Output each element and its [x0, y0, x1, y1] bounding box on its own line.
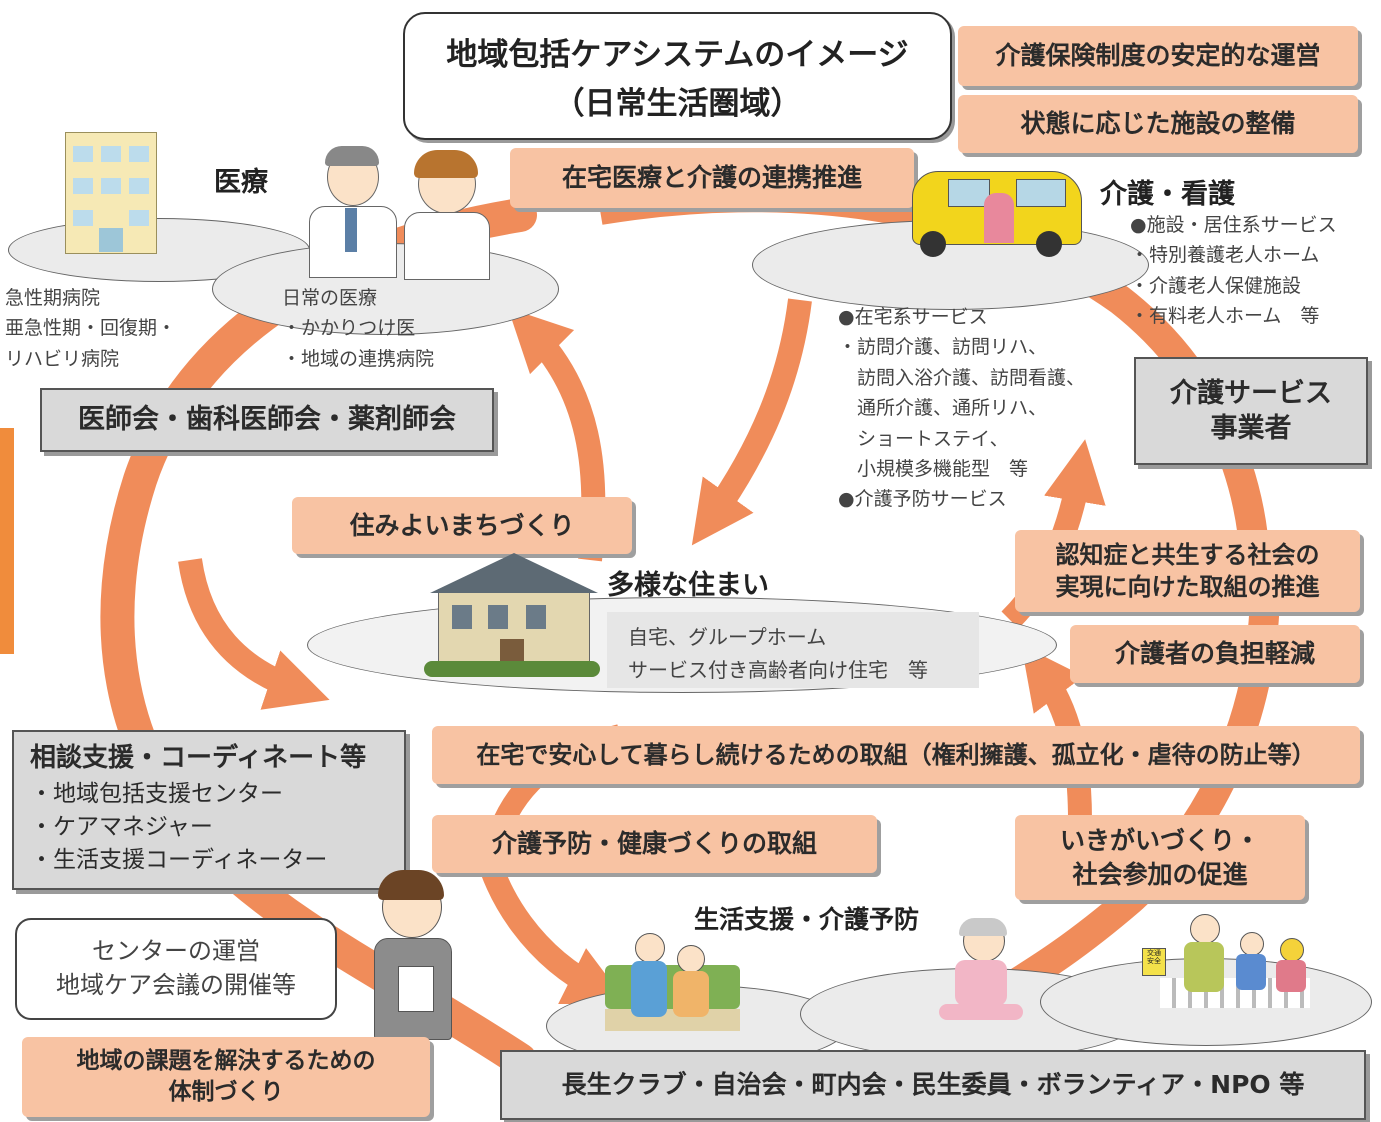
exercising-elderly-icon — [935, 918, 1025, 1032]
hospitals-text: 急性期病院 亜急性期・回復期・ リハビリ病院 — [5, 287, 177, 370]
house-icon — [424, 553, 600, 681]
consult-box: 相談支援・コーディネート等 ・地域包括支援センター ・ケアマネジャー ・生活支援… — [12, 730, 406, 890]
medical-heading: 医療 — [214, 167, 268, 198]
consult-heading: 相談支援・コーディネート等 — [30, 743, 367, 773]
title-line1: 地域包括ケアシステムのイメージ — [446, 37, 909, 73]
welfare-van-icon — [912, 165, 1084, 260]
nurse-icon — [400, 150, 490, 280]
doctor-icon — [305, 146, 397, 278]
elderly-walking-icon — [605, 925, 740, 1035]
housing-line2: サービス付き高齢者向け住宅 等 — [628, 658, 928, 682]
housing-line1: 自宅、グループホーム — [628, 625, 827, 649]
daily-medical-text: 日常の医療 ・かかりつけ医 ・地域の連携病院 — [282, 287, 435, 370]
safe-living-box: 在宅で安心して暮らし続けるための取組（権利擁護、孤立化・虐待の防止等） — [432, 726, 1360, 784]
side-bar — [0, 428, 14, 654]
livable-town-box: 住みよいまちづくり — [292, 497, 632, 554]
center-ops-text: センターの運営 地域ケア会議の開催等 — [56, 937, 296, 999]
inner-arrow-left-housing — [178, 558, 330, 710]
housing-heading: 多様な住まい — [607, 570, 769, 601]
hospital-building-icon — [65, 132, 157, 254]
facility-services-text: ●施設・居住系サービス ・特別養護老人ホーム ・介護老人保健施設 ・有料老人ホー… — [1130, 214, 1337, 328]
care-heading: 介護・看護 — [1100, 179, 1235, 210]
ikigai-box: いきがいづくり・ 社会参加の促進 — [1015, 815, 1305, 900]
housing-detail-box — [607, 612, 979, 688]
facility-maintenance-box: 状態に応じた施設の整備 — [958, 95, 1358, 153]
title-line2: （日常生活圏域） — [553, 86, 802, 122]
care-provider-box: 介護サービス 事業者 — [1134, 357, 1368, 465]
dementia-box: 認知症と共生する社会の 実現に向けた取組の推進 — [1015, 530, 1360, 612]
regional-system-box: 地域の課題を解決するための 体制づくり — [22, 1037, 430, 1117]
community-groups-box: 長生クラブ・自治会・町内会・民生委員・ボランティア・NPO 等 — [500, 1050, 1366, 1120]
inner-arrow-to-housing — [691, 298, 812, 546]
home-services-text: ●在宅系サービス ・訪問介護、訪問リハ、 訪問入浴介護、訪問看護、 通所介護、通… — [838, 306, 1086, 511]
life-support-heading: 生活支援・介護予防 — [694, 905, 920, 934]
consult-items: ・地域包括支援センター ・ケアマネジャー ・生活支援コーディネーター — [30, 780, 328, 874]
staff-woman-icon — [368, 870, 458, 1045]
medical-association-box: 医師会・歯科医師会・薬剤師会 — [40, 388, 494, 452]
prevention-health-box: 介護予防・健康づくりの取組 — [432, 815, 877, 873]
caregiver-burden-box: 介護者の負担軽減 — [1070, 625, 1360, 683]
home-medical-link-box: 在宅医療と介護の連携推進 — [510, 148, 914, 208]
traffic-safety-sign: 交通 安全 — [1142, 948, 1166, 976]
title-box: 地域包括ケアシステムのイメージ （日常生活圏域） — [403, 12, 952, 140]
crosswalk-guard-icon: 交通 安全 — [1140, 908, 1320, 1023]
center-ops-box: センターの運営 地域ケア会議の開催等 — [15, 918, 337, 1020]
stable-operation-box: 介護保険制度の安定的な運営 — [958, 26, 1358, 86]
